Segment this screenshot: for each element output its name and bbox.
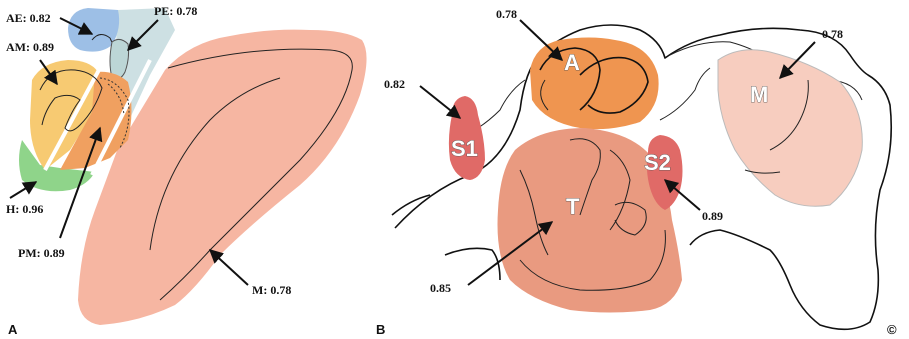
- label-pe: PE: 0.78: [154, 4, 197, 18]
- label-m-panel-a: M: 0.78: [252, 283, 291, 297]
- arrow-m: [210, 250, 248, 285]
- arrow-s1: [420, 86, 460, 118]
- copyright-symbol: ©: [887, 322, 897, 337]
- region-label-a: A: [564, 50, 580, 75]
- value-a: 0.78: [496, 7, 517, 21]
- panel-a-letter: A: [8, 322, 18, 337]
- value-s2: 0.89: [702, 209, 723, 223]
- label-pm: PM: 0.89: [18, 246, 65, 260]
- region-label-m: M: [750, 82, 768, 107]
- value-s1: 0.82: [384, 77, 405, 91]
- value-t: 0.85: [430, 281, 451, 295]
- region-label-t: T: [566, 194, 580, 219]
- label-h: H: 0.96: [6, 202, 43, 216]
- value-m: 0.78: [822, 27, 843, 41]
- panel-b: A M S1 S2 T 0.78 0.78 0.82 0.89 0.85 B ©: [376, 7, 897, 337]
- panel-b-letter: B: [376, 322, 385, 337]
- inner-outline-mid: [660, 68, 710, 120]
- region-m-panel-b: [718, 50, 862, 206]
- region-label-s2: S2: [644, 150, 671, 175]
- label-ae: AE: 0.82: [6, 11, 51, 25]
- region-label-s1: S1: [451, 136, 478, 161]
- lower-outline: [445, 248, 500, 280]
- panel-a: AE: 0.82 PE: 0.78 AM: 0.89 H: 0.96 PM: 0…: [6, 4, 367, 337]
- label-am: AM: 0.89: [6, 40, 54, 54]
- region-a-panel-b: [530, 38, 659, 130]
- arrow-h: [10, 182, 36, 198]
